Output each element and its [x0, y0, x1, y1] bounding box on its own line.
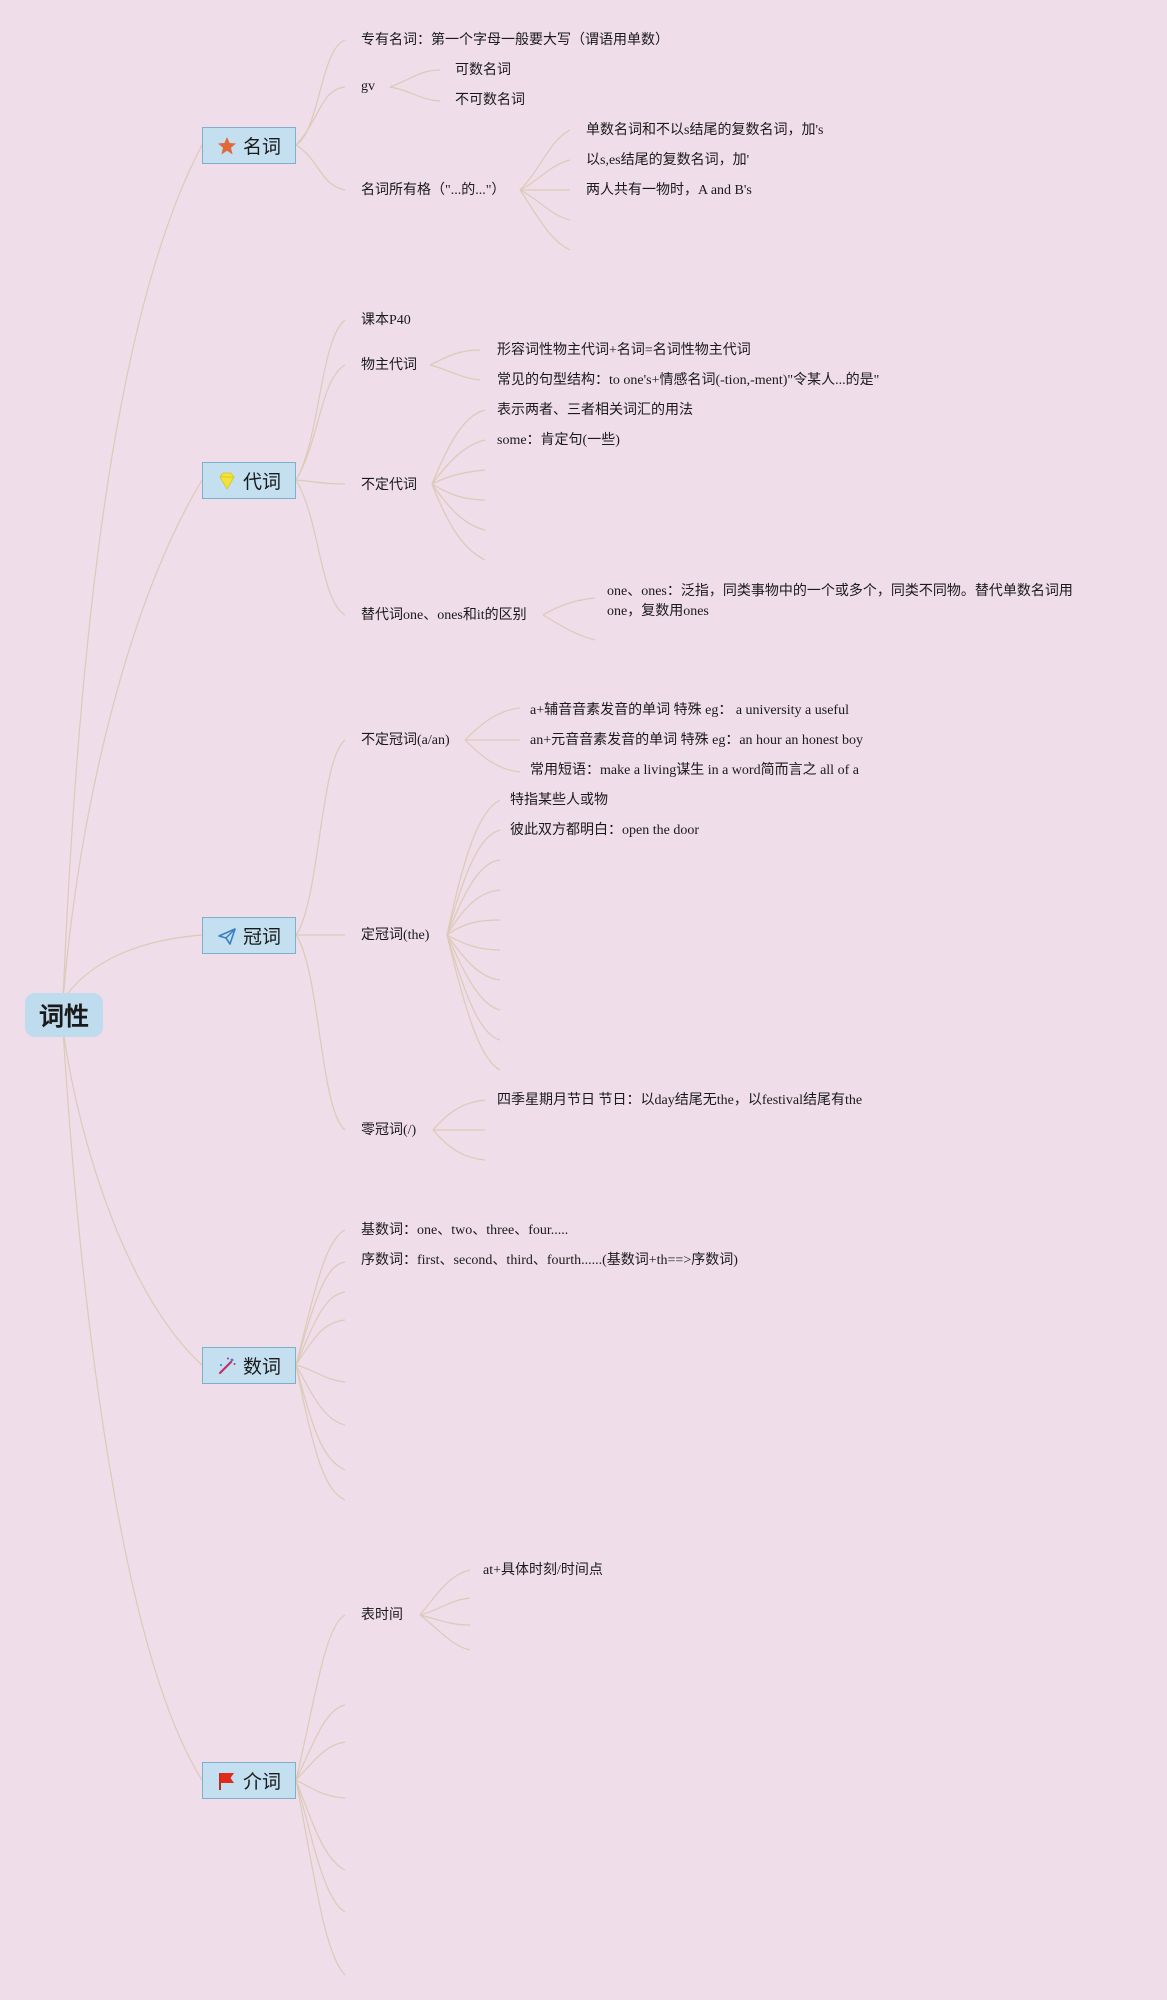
- flag-icon: [219, 1772, 234, 1790]
- paper-plane-icon: [218, 927, 236, 945]
- category-label: 代词: [242, 471, 281, 493]
- root-node[interactable]: 词性: [25, 993, 103, 1037]
- subtopic-possessive-rule-3[interactable]: 两人共有一物时，A and B's: [586, 183, 752, 198]
- subtopic-one-ones[interactable]: one、ones：泛指，同类事物中的一个或多个，同类不同物。替代单数名词用one…: [607, 584, 1073, 619]
- subtopic-common-phrases[interactable]: 常用短语：make a living谋生 in a word简而言之 all o…: [530, 763, 859, 778]
- topic-possessive-pronoun[interactable]: 物主代词: [361, 358, 417, 373]
- topic-zero-article[interactable]: 零冠词(/): [361, 1123, 417, 1138]
- subtopic-possessive-pronoun-rule[interactable]: 形容词性物主代词+名词=名词性物主代词: [497, 343, 751, 358]
- subtopic-possessive-rule-2[interactable]: 以s,es结尾的复数名词，加': [586, 153, 750, 168]
- category-noun-node[interactable]: 名词: [202, 127, 296, 164]
- subtopic-possessive-rule-1[interactable]: 单数名词和不以s结尾的复数名词，加's: [586, 123, 824, 138]
- category-preposition-node[interactable]: 介词: [202, 1762, 296, 1799]
- subtopic-at-time[interactable]: at+具体时刻/时间点: [483, 1563, 603, 1578]
- subtopic-seasons-festivals[interactable]: 四季星期月节日 节日：以day结尾无the，以festival结尾有the: [497, 1093, 863, 1108]
- topic-gv[interactable]: gv: [361, 79, 375, 94]
- subtopic-possessive-pronoun-pattern[interactable]: 常见的句型结构：to one's+情感名词(-tion,-ment)"令某人..…: [497, 373, 880, 388]
- topic-definite-article[interactable]: 定冠词(the): [361, 928, 430, 943]
- category-label: 名词: [242, 136, 281, 158]
- subtopic-specific-reference[interactable]: 特指某些人或物: [510, 793, 608, 808]
- star-icon: [217, 136, 236, 154]
- category-label: 数词: [242, 1356, 281, 1378]
- category-article-node[interactable]: 冠词: [202, 917, 296, 954]
- category-label: 介词: [242, 1771, 281, 1793]
- category-pronoun-node[interactable]: 代词: [202, 462, 296, 499]
- subtopic-some[interactable]: some：肯定句(一些): [497, 433, 620, 448]
- topic-cardinal-numbers[interactable]: 基数词：one、two、three、four.....: [361, 1223, 569, 1238]
- subtopic-countable-noun[interactable]: 可数名词: [455, 63, 511, 78]
- topic-ordinal-numbers[interactable]: 序数词：first、second、third、fourth......(基数词+…: [361, 1253, 738, 1268]
- subtopic-mutual-understanding[interactable]: 彼此双方都明白：open the door: [510, 823, 699, 838]
- topic-indefinite-article[interactable]: 不定冠词(a/an): [361, 733, 450, 748]
- subtopic-a-rule[interactable]: a+辅音音素发音的单词 特殊 eg： a university a useful: [530, 703, 849, 718]
- category-numeral-node[interactable]: 数词: [202, 1347, 296, 1384]
- subtopic-indefinite-pronoun-usage[interactable]: 表示两者、三者相关词汇的用法: [497, 403, 693, 418]
- topic-textbook-p40[interactable]: 课本P40: [361, 313, 411, 328]
- category-label: 冠词: [242, 926, 281, 948]
- subtopic-uncountable-noun[interactable]: 不可数名词: [455, 93, 525, 108]
- topic-proper-noun[interactable]: 专有名词：第一个字母一般要大写（谓语用单数）: [361, 33, 669, 48]
- topic-time[interactable]: 表时间: [361, 1608, 403, 1623]
- gem-icon: [219, 472, 235, 490]
- topic-substitute-words[interactable]: 替代词one、ones和it的区别: [361, 608, 527, 623]
- topic-possessive-case[interactable]: 名词所有格（"...的..."）: [361, 183, 506, 198]
- topic-indefinite-pronoun[interactable]: 不定代词: [361, 478, 417, 493]
- subtopic-an-rule[interactable]: an+元音音素发音的单词 特殊 eg：an hour an honest boy: [530, 733, 863, 748]
- magic-wand-icon: [218, 1357, 236, 1374]
